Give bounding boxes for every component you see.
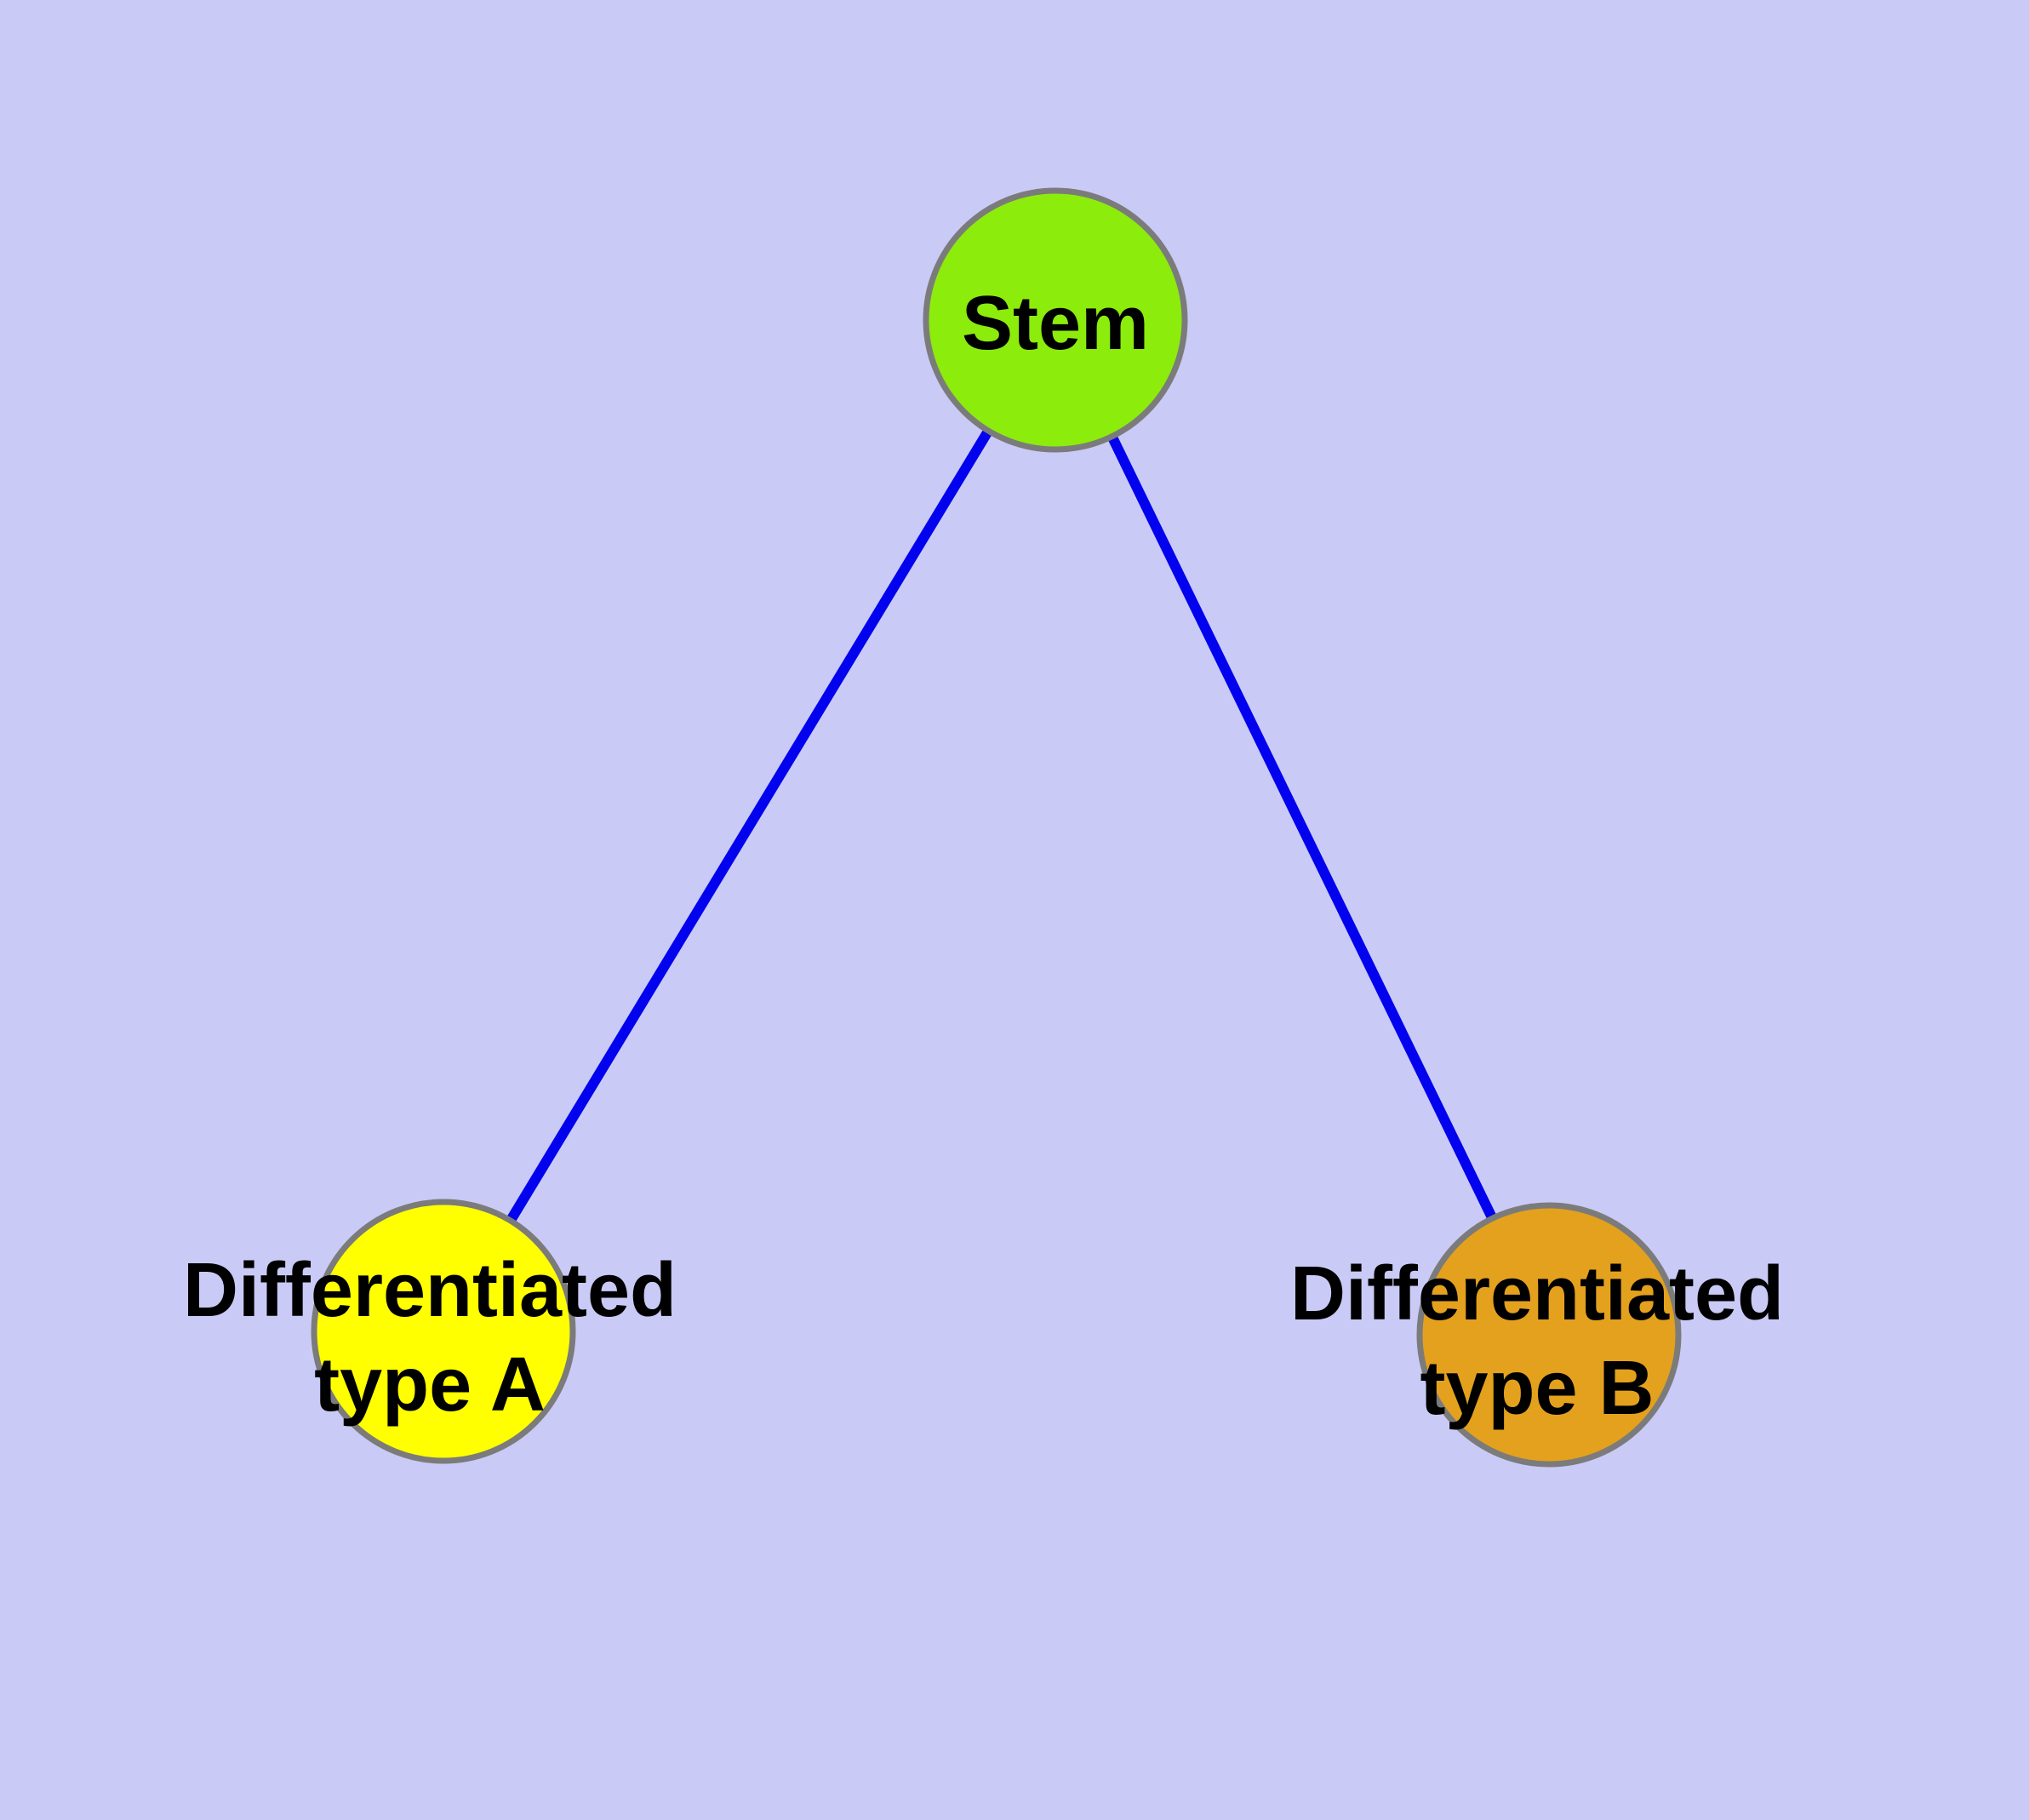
node-type-b-label-line1: Differentiated <box>1290 1251 1784 1336</box>
node-type-b-label-line2: type B <box>1420 1346 1654 1431</box>
edge-stem-to-type-b <box>1050 318 1554 1337</box>
edge-stem-to-type-a <box>438 317 1060 1335</box>
node-type-a-label-line1: Differentiated <box>183 1248 677 1333</box>
node-stem-label: Stem <box>962 281 1149 366</box>
node-stem <box>923 187 1188 453</box>
node-type-a-label-line2: type A <box>314 1342 546 1428</box>
node-type-a <box>311 1199 576 1464</box>
node-type-b <box>1416 1202 1682 1468</box>
